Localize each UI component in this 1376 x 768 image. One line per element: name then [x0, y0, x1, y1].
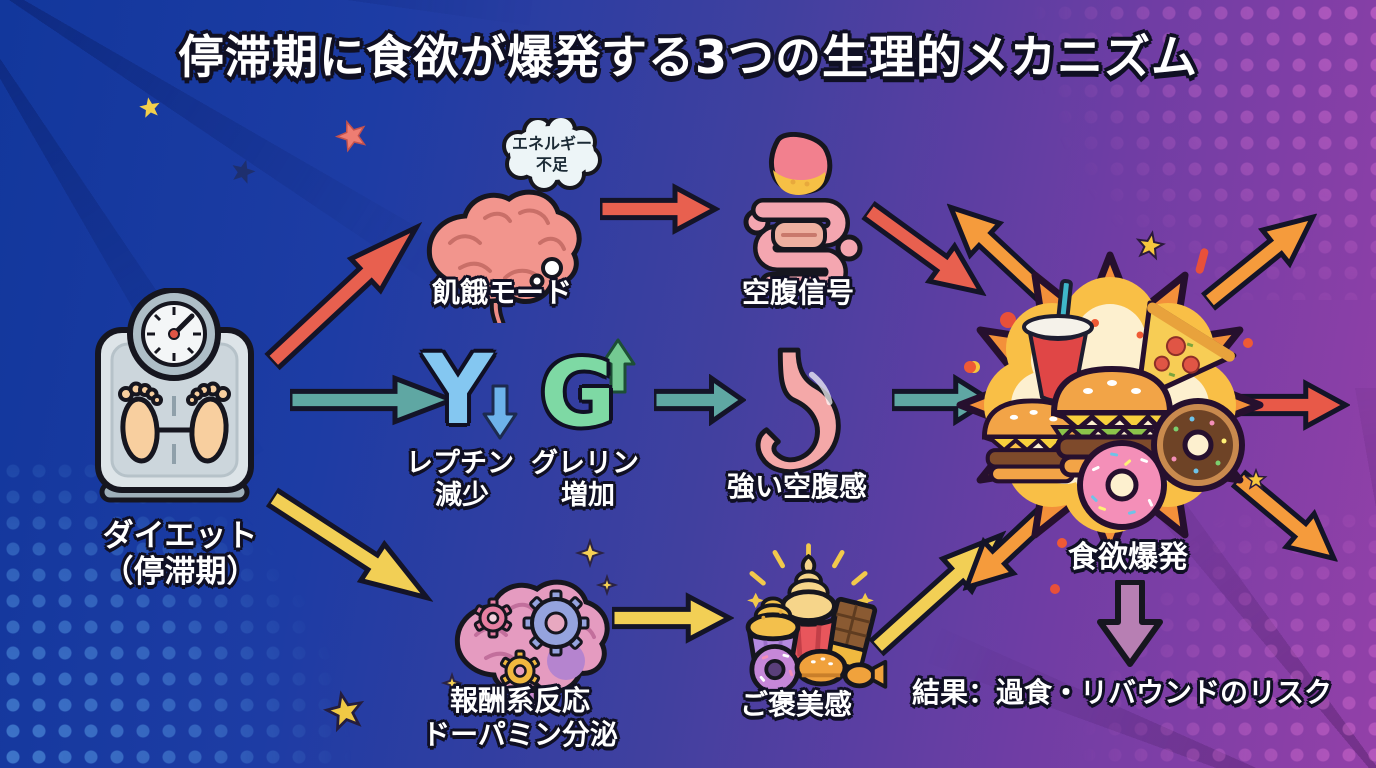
arrow-gut-to-explosion	[853, 189, 1002, 317]
right-foot	[186, 381, 231, 464]
speckle	[1000, 312, 1016, 328]
explosion-label: 食欲爆発	[1068, 540, 1188, 575]
arrow-hormones-to-stomach	[654, 374, 746, 426]
star-decoration	[139, 97, 160, 118]
hungry-brain-icon	[426, 118, 602, 323]
brain-gears-icon	[440, 537, 619, 715]
source-label-line2: （停滞期）	[102, 554, 258, 590]
arrow-brain-to-gut	[600, 183, 720, 235]
small-gear-yellow	[499, 649, 541, 693]
result-label: 結果：過食・リバウンドのリスク	[911, 676, 1333, 709]
ghrelin-label-line1: グレリン	[531, 448, 639, 479]
star-decoration	[322, 690, 365, 733]
speckle	[1050, 584, 1060, 594]
mech2-step2-label: 強い空腹感	[726, 470, 868, 503]
digestive-tract-icon	[743, 132, 863, 296]
explosion-ray-arrow-down-right	[1221, 458, 1354, 581]
bubble-line1: エネルギー	[511, 134, 593, 153]
sparkles	[440, 537, 619, 715]
left-foot	[118, 381, 163, 464]
star-decoration	[232, 159, 256, 184]
leptin-label-line2: 減少	[435, 480, 489, 511]
star-decoration	[334, 119, 367, 153]
mech3-step1-label-line1: 報酬系反応	[449, 684, 591, 717]
bun	[794, 648, 848, 687]
small-gear-pink	[473, 597, 513, 639]
star-decoration	[1135, 230, 1166, 261]
leptin-label-line1: レプチン	[406, 448, 514, 479]
star-decoration	[1244, 468, 1268, 490]
ghrelin-letter: G	[540, 340, 616, 447]
stomach-icon	[755, 347, 841, 475]
bubble-line2: 不足	[535, 154, 569, 174]
explosion-speckles	[964, 319, 1253, 548]
mech3-step2-label: ご褒美感	[739, 688, 853, 721]
source-label-line1: ダイエット	[102, 518, 258, 554]
mech1-step1-label: 飢餓モード	[431, 276, 573, 309]
leptin-letter: Y	[423, 334, 493, 446]
arrow-scale-to-reward-brain	[258, 475, 447, 623]
page-title: 停滞期に食欲が爆発する3つの生理的メカニズム	[177, 30, 1199, 84]
donut-chocolate	[1151, 398, 1245, 492]
donut-small	[749, 644, 801, 695]
junk-food-explosion-icon	[956, 251, 1264, 559]
scale-dial	[127, 288, 221, 381]
arrow-reward-brain-to-sweets	[612, 592, 734, 644]
leptin-down-arrow-icon	[482, 384, 518, 440]
sweets-icon	[745, 543, 888, 695]
big-gear	[522, 589, 590, 657]
arrow-scale-to-hormones	[290, 374, 458, 426]
donut-pink	[1077, 440, 1167, 530]
ghrelin-label-line2: 増加	[561, 480, 615, 511]
reward-rays	[749, 543, 868, 586]
bathroom-scale-icon	[95, 288, 254, 503]
thought-bubble-text: エネルギー 不足	[512, 134, 592, 176]
down-arrow-icon	[1097, 580, 1163, 667]
mech1-step2-label: 空腹信号	[741, 276, 855, 309]
ghrelin-up-arrow-icon	[600, 338, 636, 394]
mech3-step1-label-line2: ドーパミン分泌	[422, 718, 618, 751]
candy	[842, 659, 888, 689]
arrow-scale-to-brain	[254, 203, 439, 381]
pizza-slice	[1134, 300, 1237, 403]
thought-bubble	[502, 118, 602, 192]
